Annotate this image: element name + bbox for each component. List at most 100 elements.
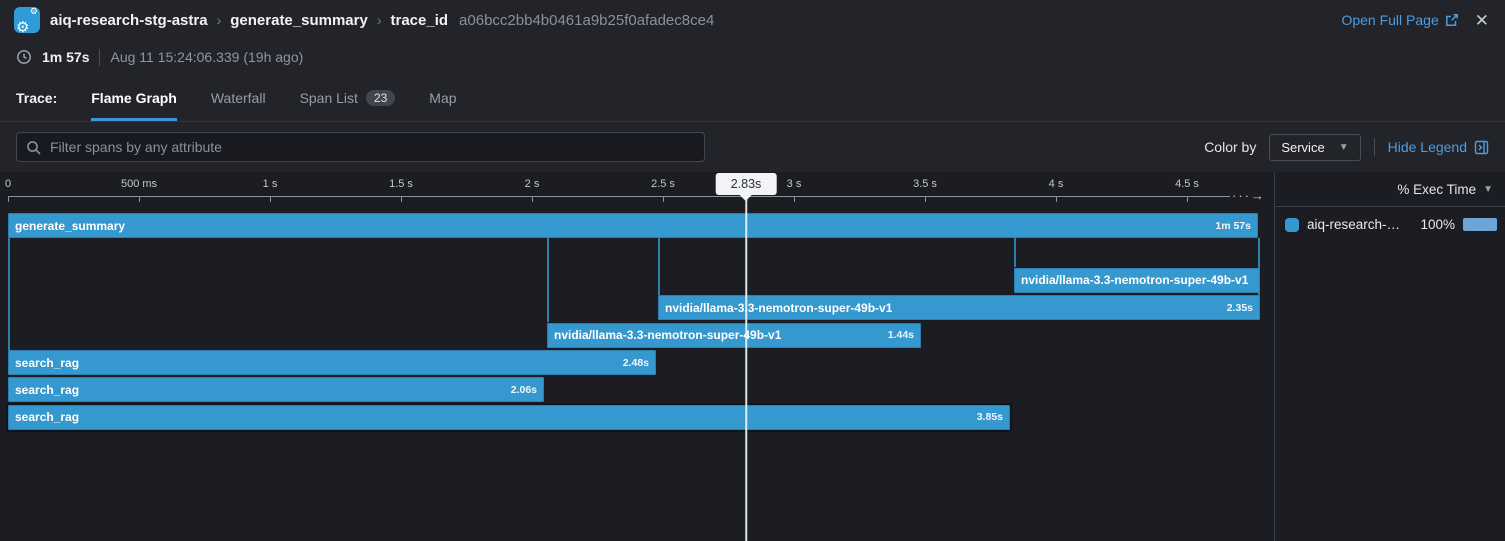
axis-tick-mark [1187,196,1188,202]
span-connector-line [658,238,660,295]
clock-icon [17,50,31,64]
span-name: nvidia/llama-3.3-nemotron-super-49b-v1 [665,300,893,315]
trace-tabs: Trace: Flame Graph Waterfall Span List 2… [0,74,1505,122]
titlebar-right: Open Full Page ✕ [1341,12,1489,29]
span-bar[interactable]: search_rag 3.85s [8,404,1010,430]
axis-tick-label: 1.5 s [389,178,413,190]
span-duration: 2.35s [1226,301,1253,314]
tab-waterfall[interactable]: Waterfall [211,74,266,121]
axis-tick-label: 4.5 s [1175,178,1199,190]
span-bar[interactable]: generate_summary 1m 57s [8,213,1258,238]
chevron-right-icon: › [376,12,382,28]
span-bar[interactable]: search_rag 2.06s [8,377,544,403]
axis-tick-mark [532,196,533,202]
tab-span-list[interactable]: Span List 23 [300,74,396,121]
service-color-swatch [1285,217,1299,232]
span-connector-line [1258,238,1260,295]
axis-tick-label: 500 ms [120,178,158,190]
gear-icon: ⚙ [16,19,30,36]
span-connector-line [8,238,10,350]
tab-label: Waterfall [210,89,266,106]
breadcrumb-trace-label: trace_id [390,11,449,29]
span-duration: 1m 57s [1215,219,1251,232]
tab-map[interactable]: Map [429,74,456,121]
hide-legend-link[interactable]: Hide Legend [1388,139,1489,155]
span-duration: 2.06s [510,383,537,396]
collapse-panel-icon [1474,140,1489,154]
tabs-label: Trace: [16,89,58,106]
legend-panel: % Exec Time ▼ aiq-research-stg... 100% [1274,172,1505,541]
span-bar[interactable]: nvidia/llama-3.3-nemotron-super-49b-v1 2.… [658,295,1260,321]
tab-label: Span List [299,89,358,106]
gear-icon: ⚙ [29,6,38,16]
trace-duration: 1m 57s [42,49,90,65]
span-name: search_rag [15,410,80,425]
span-count-badge: 23 [365,89,396,106]
span-duration: 3.85s [976,411,1003,424]
axis-tick-label: 4 s [1048,178,1064,190]
tab-label: Map [429,89,457,106]
service-gears-icon: ⚙ ⚙ [14,6,40,36]
trace-meta-row: 1m 57s Aug 11 15:24:06.339 (19h ago) [0,40,1505,74]
divider [99,48,101,66]
time-axis-line [8,196,1230,197]
span-name: nvidia/llama-3.3-nemotron-super-49b-v1 [1021,273,1249,288]
span-bar[interactable]: nvidia/llama-3.3-nemotron-super-49b-v1 [1014,267,1260,293]
axis-tick-mark [8,196,9,202]
span-name: nvidia/llama-3.3-nemotron-super-49b-v1 [554,328,782,343]
tab-flame-graph[interactable]: Flame Graph [91,74,177,121]
open-full-page-link[interactable]: Open Full Page [1341,12,1458,28]
color-by-value: Service [1281,139,1325,155]
axis-tick-mark [925,196,926,202]
exec-time-label: % Exec Time [1397,181,1477,197]
axis-tick-mark [1056,196,1057,202]
span-connector-line [547,238,549,322]
close-icon[interactable]: ✕ [1474,10,1489,30]
time-cursor-line [745,195,747,541]
external-link-icon [1445,14,1458,26]
toolbar-right: Color by Service ▼ Hide Legend [1204,133,1489,161]
span-bar[interactable]: nvidia/llama-3.3-nemotron-super-49b-v1 1.… [547,322,921,348]
color-by-select[interactable]: Service ▼ [1269,133,1361,161]
breadcrumb: aiq-research-stg-astra › generate_summar… [50,12,714,29]
span-name: generate_summary [15,218,126,233]
legend-item[interactable]: aiq-research-stg... 100% [1275,207,1505,232]
axis-tick-mark [270,196,271,202]
axis-overflow-arrow: ···→ [1232,188,1266,203]
axis-tick-label: 2 s [524,178,540,190]
chevron-down-icon: ▼ [1483,183,1493,195]
axis-tick-label: 1 s [262,178,278,190]
trace-id-value[interactable]: a06bcc2bb4b0461a9b25f0afadec8ce4 [459,11,715,29]
breadcrumb-operation[interactable]: generate_summary [230,11,368,29]
cursor-tooltip: 2.83s [715,173,777,195]
span-name: search_rag [15,355,80,370]
chevron-right-icon: › [216,12,222,28]
span-duration: 1.44s [887,329,914,342]
titlebar-left: ⚙ ⚙ aiq-research-stg-astra › generate_su… [14,6,714,36]
exec-time-sort-header[interactable]: % Exec Time ▼ [1275,172,1505,207]
span-name: search_rag [15,382,80,397]
divider [1373,138,1375,156]
tab-label: Flame Graph [91,89,177,106]
chevron-down-icon: ▼ [1338,141,1349,153]
axis-tick-label: 3.5 s [913,178,937,190]
open-full-page-label: Open Full Page [1341,12,1439,28]
legend-exec-pct: 100% [1420,217,1455,232]
color-by-label: Color by [1204,139,1257,155]
span-filter-box[interactable] [16,132,705,162]
breadcrumb-service[interactable]: aiq-research-stg-astra [50,11,208,29]
axis-tick-mark [401,196,402,202]
trace-timestamp: Aug 11 15:24:06.339 (19h ago) [110,49,304,65]
axis-tick-mark [794,196,795,202]
span-filter-input[interactable] [48,138,695,156]
axis-tick-label: 0 [4,178,12,190]
axis-tick-mark [663,196,664,202]
span-connector-line [1014,238,1016,267]
search-icon [27,140,41,155]
hide-legend-label: Hide Legend [1387,139,1467,155]
axis-tick-mark [139,196,140,202]
